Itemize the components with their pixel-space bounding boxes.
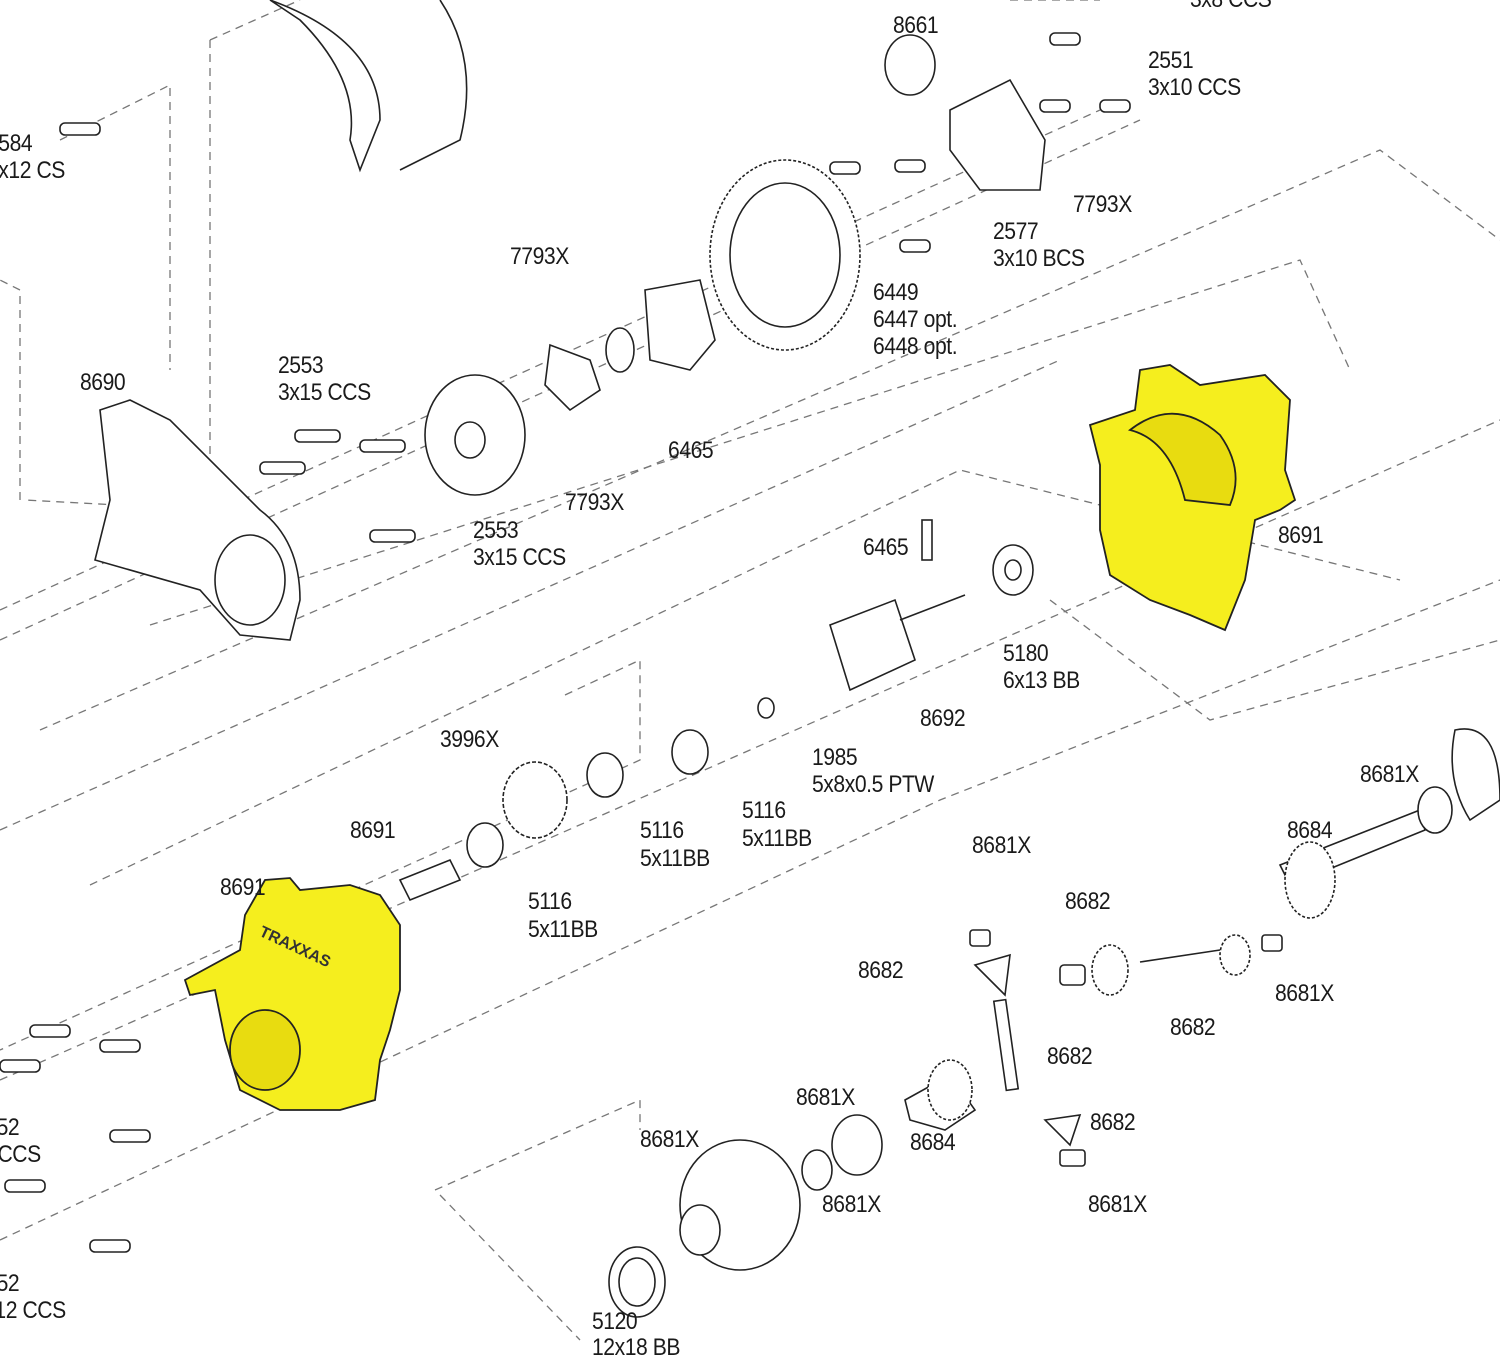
part-label: 3x15 CCS <box>278 379 371 406</box>
part-label: 6465 <box>863 534 909 561</box>
part-label: 8681X <box>1088 1191 1147 1218</box>
part-label: 12x18 BB <box>592 1334 681 1361</box>
part-label: 3x12 CCS <box>0 1141 41 1168</box>
pinion-gear-8692 <box>829 598 916 692</box>
part-label: 2577 <box>993 218 1039 245</box>
bevel-gear-8684 <box>1284 841 1336 919</box>
part-label: 3996X <box>440 726 499 753</box>
part-label: 7793X <box>1073 191 1132 218</box>
part-label: 8681X <box>1275 980 1334 1007</box>
screws <box>0 32 1131 1253</box>
part-label: 6447 opt. <box>873 306 958 333</box>
part-label: 8684 <box>910 1129 956 1156</box>
part-label: 8681X <box>796 1084 855 1111</box>
part-label: 8681X <box>972 832 1031 859</box>
part-label: 3x12 CS <box>0 157 65 184</box>
part-label: 6465 <box>668 437 714 464</box>
part-label: 2584 <box>0 130 33 157</box>
part-label: 8682 <box>1090 1109 1136 1136</box>
part-label: 8691 <box>220 874 266 901</box>
case-part <box>269 0 381 173</box>
part-label: 8682 <box>1065 888 1111 915</box>
part-label: 8690 <box>80 369 126 396</box>
part-label: 5116 <box>528 888 572 915</box>
part-label: 5x11BB <box>742 825 812 852</box>
part-label: 8681X <box>640 1126 699 1153</box>
part-label: 7793X <box>565 489 624 516</box>
part-label: 2553 <box>278 352 324 379</box>
part-label: 3x10 CCS <box>1148 74 1241 101</box>
part-label: 5x11BB <box>528 916 598 943</box>
part-label: 6448 opt. <box>873 333 958 360</box>
part-label: 2552 <box>0 1270 20 1297</box>
part-label: 5x8x0.5 PTW <box>812 771 934 798</box>
part-drawings <box>0 0 1500 1318</box>
part-label: 2553 <box>473 517 519 544</box>
part-label: 8691 <box>1278 522 1324 549</box>
part-label: 2551 <box>1148 47 1194 74</box>
part-label: 8692 <box>920 705 966 732</box>
part-label: 8682 <box>858 957 904 984</box>
part-label: 3x10 BCS <box>993 245 1085 272</box>
part-label: 8661 <box>893 12 939 39</box>
highlighted-housings <box>183 364 1297 1111</box>
part-label: 2552 <box>0 1114 20 1141</box>
part-label: 1985 <box>812 744 858 771</box>
part-label: 5180 <box>1003 640 1049 667</box>
part-label: 8684 <box>1287 817 1333 844</box>
part-label: 8691 <box>350 817 396 844</box>
part-label: 3x12 CCS <box>0 1297 66 1324</box>
part-label: 3x8 CCS <box>1190 0 1272 13</box>
part-label: 8681X <box>822 1191 881 1218</box>
part-label: 5120 <box>592 1308 638 1335</box>
part-label: 8682 <box>1047 1043 1093 1070</box>
part-label: 5x11BB <box>640 845 710 872</box>
part-label: 6449 <box>873 279 919 306</box>
part-label: 6x13 BB <box>1003 667 1080 694</box>
part-label: 7793X <box>510 243 569 270</box>
part-label: 8681X <box>1360 761 1419 788</box>
part-label: 8682 <box>1170 1014 1216 1041</box>
idler-gear-3996X <box>502 761 568 839</box>
part-label: 3x15 CCS <box>473 544 566 571</box>
part-label: 5116 <box>742 797 786 824</box>
part-label: 5116 <box>640 817 684 844</box>
